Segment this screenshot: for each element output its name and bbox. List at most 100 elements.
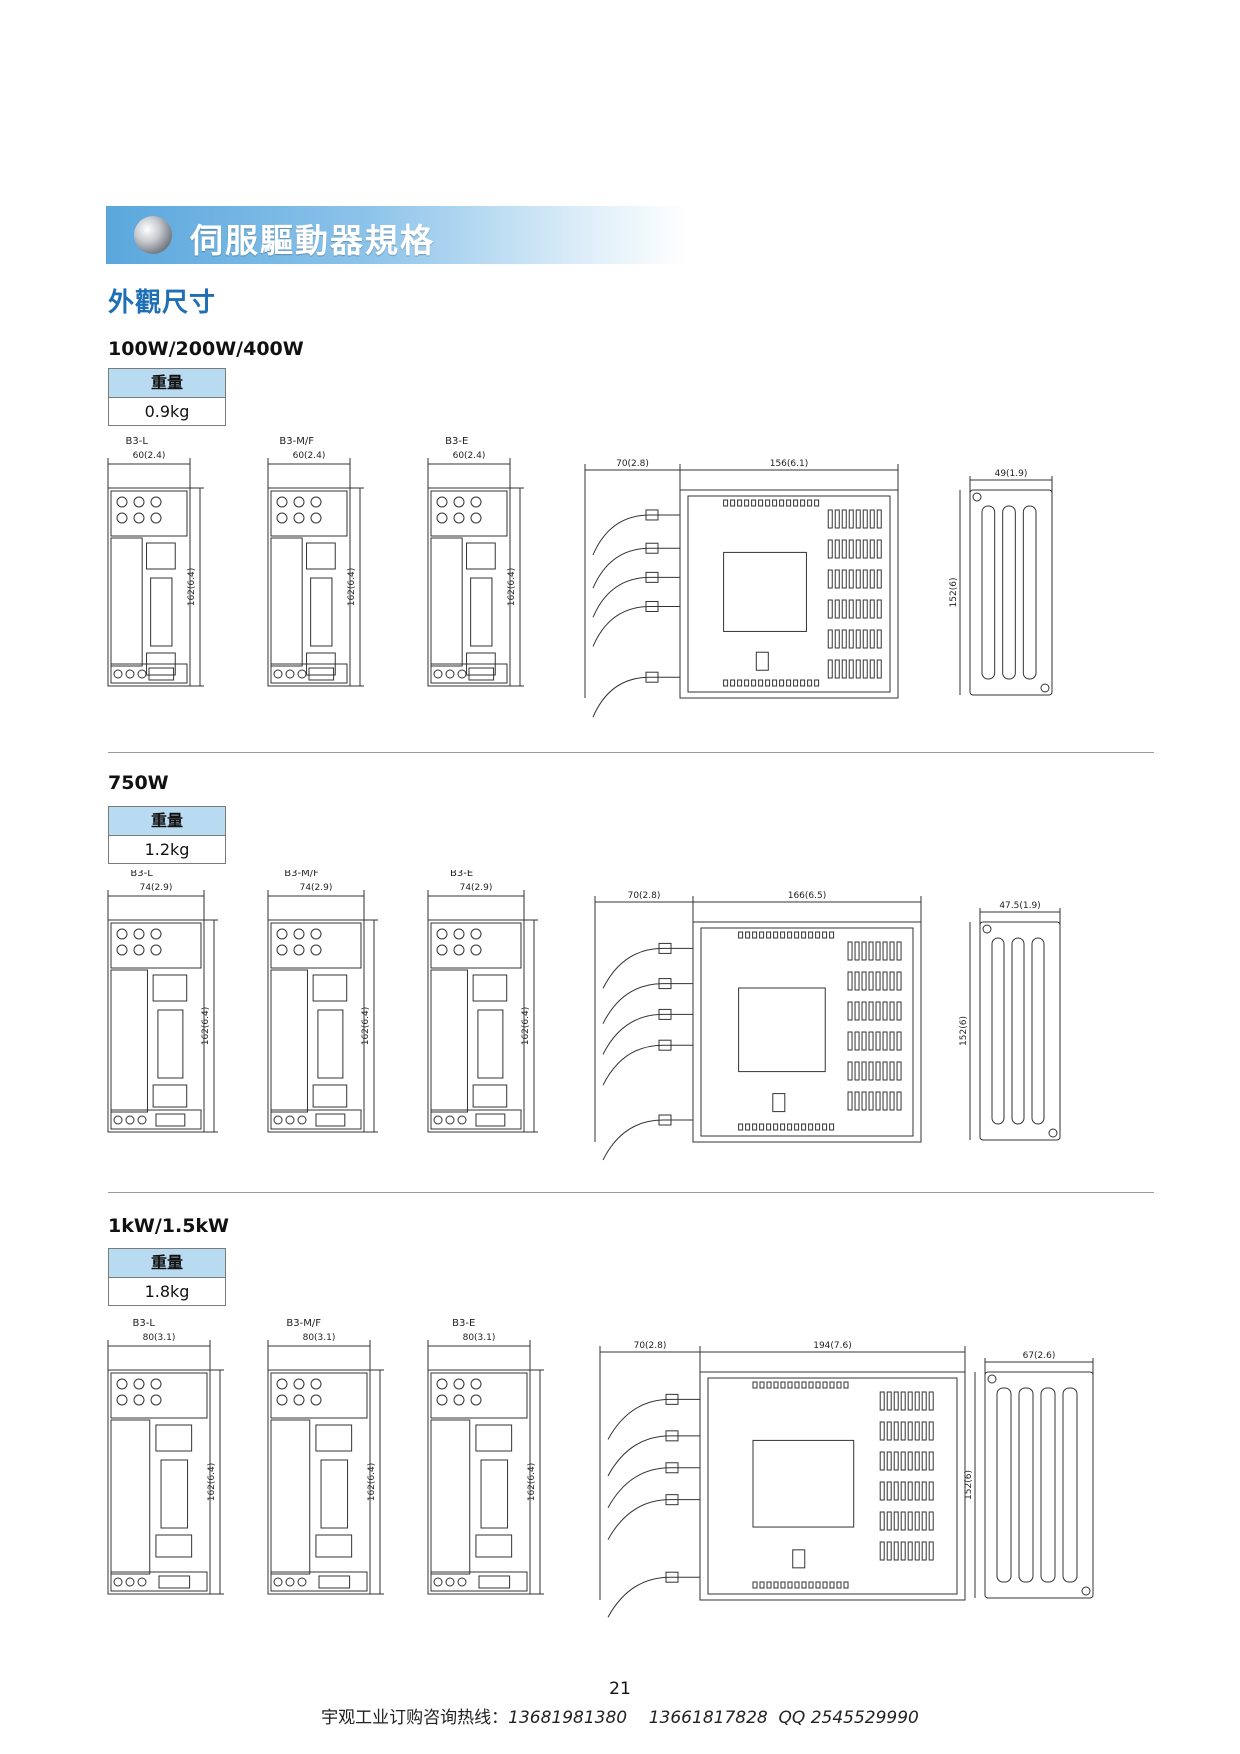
- vent-slot: [907, 1541, 913, 1561]
- vent-slot: [730, 499, 736, 507]
- vent-slot: [822, 931, 828, 939]
- vent-slot: [827, 569, 833, 589]
- rotary-switch-icon: [150, 512, 162, 524]
- vent-slot: [882, 1091, 888, 1111]
- heatsink-fin: [1062, 1387, 1078, 1583]
- vent-slot: [868, 1031, 874, 1051]
- vent-slot: [900, 1421, 906, 1441]
- vent-slot: [834, 629, 840, 649]
- dimension-width-label: 60(2.4): [293, 451, 326, 461]
- page-number: 21: [609, 1679, 631, 1699]
- terminal-screw-icon: [113, 1577, 123, 1587]
- page-title: 伺服驅動器規格: [190, 221, 435, 260]
- rotary-switch-icon: [150, 944, 162, 956]
- heatsink-fin: [1022, 505, 1037, 680]
- drive-front-cover: [430, 537, 463, 667]
- model-label: B3-E: [452, 1318, 475, 1329]
- vent-slot: [896, 971, 902, 991]
- weight-header: 重量: [109, 1249, 225, 1278]
- drive-body: [107, 919, 205, 1133]
- rj45-port-icon: [315, 1424, 353, 1452]
- terminal-screw-icon: [125, 1577, 135, 1587]
- cable-line: [592, 514, 680, 556]
- dimension-height-label: 162(6.4): [347, 568, 357, 607]
- vent-slot: [800, 499, 806, 507]
- vent-slot: [745, 931, 751, 939]
- vent-slot: [861, 941, 867, 961]
- drive-top-panel: [110, 922, 202, 969]
- terminal-screw-icon: [137, 1115, 147, 1125]
- drive-front-cover: [110, 1419, 151, 1575]
- vent-slot: [893, 1541, 899, 1561]
- vent-slot: [855, 629, 861, 649]
- usb-port-icon: [315, 1113, 346, 1127]
- drive-top-panel: [270, 1372, 368, 1419]
- terminal-screw-icon: [457, 1115, 467, 1125]
- vent-slot: [829, 1381, 835, 1389]
- rotary-switch-icon: [293, 928, 305, 940]
- usb-port-icon: [478, 1575, 511, 1589]
- rotary-switch-icon: [116, 928, 128, 940]
- vent-slot: [766, 1381, 772, 1389]
- vent-slot: [801, 1381, 807, 1389]
- section-divider: [108, 1192, 1154, 1193]
- vent-slot: [876, 539, 882, 559]
- vent-slot: [854, 1031, 860, 1051]
- vent-slot: [752, 1381, 758, 1389]
- rotary-switch-icon: [276, 496, 288, 508]
- model-label: B3-E: [445, 436, 468, 447]
- drive-body: [427, 487, 511, 687]
- rotary-switch-icon: [276, 1394, 288, 1406]
- heatsink-fin: [1031, 937, 1045, 1125]
- vent-slot: [847, 941, 853, 961]
- vent-slot: [882, 1031, 888, 1051]
- usb-port-icon: [158, 1575, 191, 1589]
- rotary-switch-icon: [150, 496, 162, 508]
- rotary-switch-icon: [133, 928, 145, 940]
- dimension-side-height-label: 152(6): [964, 1470, 974, 1500]
- mounting-hole-icon: [1048, 1128, 1058, 1138]
- cable-line: [602, 1013, 693, 1055]
- vent-slot: [886, 1391, 892, 1411]
- cable-line: [602, 1119, 693, 1161]
- drive-body: [267, 487, 351, 687]
- vent-slot: [907, 1511, 913, 1531]
- vent-slot: [882, 1001, 888, 1021]
- rotary-switch-icon: [293, 1394, 305, 1406]
- vent-slot: [921, 1481, 927, 1501]
- vent-slot: [766, 1581, 772, 1589]
- dimension-depth-left-label: 70(2.8): [628, 891, 661, 901]
- rotary-switch-icon: [470, 1378, 482, 1390]
- vent-slot: [752, 1581, 758, 1589]
- vent-slot: [759, 931, 765, 939]
- cable-connector-icon: [665, 1462, 679, 1474]
- sphere-bullet-icon: [134, 216, 172, 254]
- vent-slot: [834, 569, 840, 589]
- mounting-hole-icon: [1081, 1586, 1091, 1596]
- vent-slot: [893, 1511, 899, 1531]
- cable-connector-icon: [665, 1571, 679, 1583]
- rj45-port-icon: [472, 974, 508, 1002]
- rotary-switch-icon: [436, 512, 448, 524]
- vent-slot: [841, 629, 847, 649]
- vent-slot: [738, 1123, 744, 1131]
- vent-slot: [907, 1481, 913, 1501]
- vent-slot: [882, 971, 888, 991]
- dimension-width-label: 60(2.4): [133, 451, 166, 461]
- vent-slot: [862, 569, 868, 589]
- vent-slot: [759, 1123, 765, 1131]
- vent-slot: [780, 1381, 786, 1389]
- vent-slot: [737, 679, 743, 687]
- vent-slot: [928, 1391, 934, 1411]
- model-label: B3-E: [450, 870, 473, 879]
- vent-slot: [738, 931, 744, 939]
- weight-value: 0.9kg: [109, 398, 225, 425]
- mounting-hole-icon: [982, 924, 992, 934]
- vent-slot: [848, 539, 854, 559]
- vent-slot: [889, 941, 895, 961]
- weight-table-1: 重量 0.9kg: [108, 368, 226, 426]
- drive-top-panel: [430, 1372, 528, 1419]
- rotary-switch-icon: [133, 1378, 145, 1390]
- vent-slot: [847, 971, 853, 991]
- weight-value: 1.2kg: [109, 836, 225, 863]
